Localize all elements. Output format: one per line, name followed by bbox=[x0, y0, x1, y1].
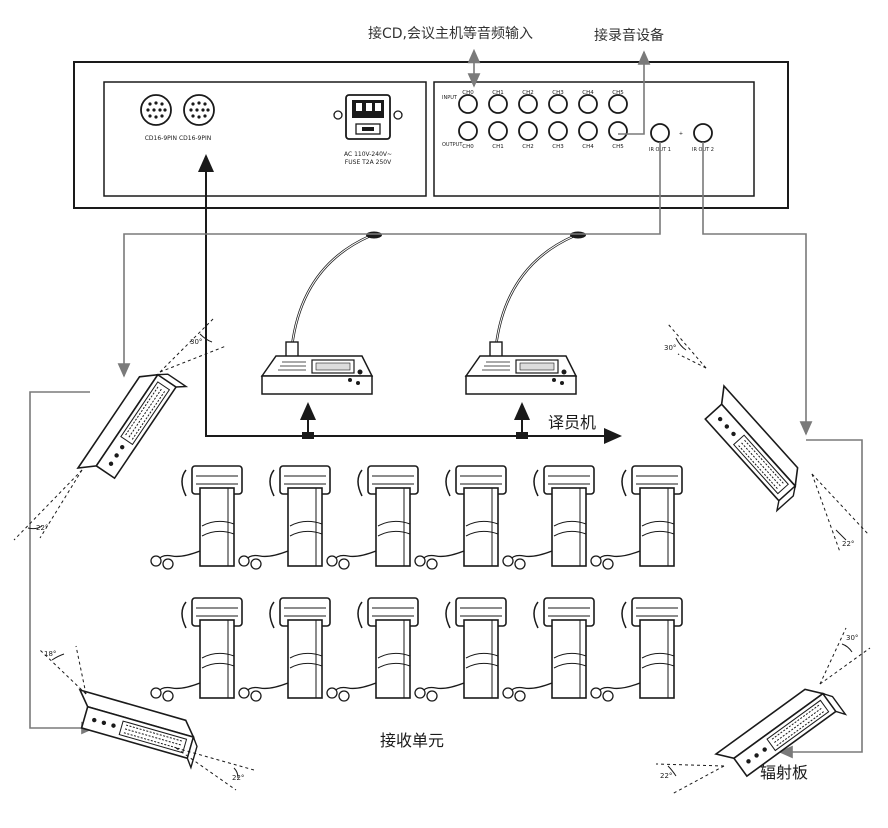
output-channel-label: CH4 bbox=[582, 144, 594, 150]
input-jack-5[interactable] bbox=[608, 94, 628, 114]
angle-bottom-right-2: 22° bbox=[660, 772, 672, 780]
radiator-label: 辐射板 bbox=[760, 763, 808, 782]
input-jack-2[interactable] bbox=[518, 94, 538, 114]
receiver-unit bbox=[326, 597, 419, 702]
feed-top-right bbox=[702, 142, 813, 436]
angle-bottom-left: 18° bbox=[44, 650, 56, 658]
bus-junction-1 bbox=[302, 432, 314, 439]
receiver-unit bbox=[414, 465, 507, 570]
angle-bottom-right: 30° bbox=[846, 634, 858, 642]
radiator-panel-top-right bbox=[690, 385, 811, 512]
receiver-unit bbox=[238, 597, 331, 702]
power-caption-1: AC 110V-240V~ bbox=[344, 151, 392, 158]
output-channel-label: CH1 bbox=[492, 144, 503, 150]
feed-right-chain bbox=[778, 439, 863, 759]
ir-out-jack-1[interactable] bbox=[650, 123, 670, 143]
output-jack-5[interactable] bbox=[608, 121, 628, 141]
interpreter-label: 译员机 bbox=[548, 413, 596, 432]
interpreter-bus-line bbox=[205, 156, 622, 444]
output-channel-label: CH5 bbox=[612, 144, 624, 150]
output-jack-1[interactable] bbox=[488, 121, 508, 141]
receiver-grid bbox=[150, 465, 683, 702]
receiver-unit bbox=[502, 597, 595, 702]
radiator-panel-bottom-left bbox=[67, 689, 204, 769]
receiver-unit bbox=[414, 597, 507, 702]
input-jack-3[interactable] bbox=[548, 94, 568, 114]
output-channel-label: CH3 bbox=[552, 144, 564, 150]
feed-left-chain bbox=[29, 391, 96, 735]
angle-bottom-left-2: 22° bbox=[232, 774, 244, 782]
interpreter-unit-1 bbox=[260, 230, 384, 396]
din-connector-1[interactable] bbox=[140, 94, 172, 126]
power-caption-2: FUSE T2A 250V bbox=[345, 159, 392, 166]
receiver-unit bbox=[150, 465, 243, 570]
cd-input-label: 接CD,会议主机等音频输入 bbox=[368, 25, 533, 42]
receiver-unit bbox=[590, 465, 683, 570]
din-connector-2[interactable] bbox=[183, 94, 215, 126]
angle-top-right: 30° bbox=[664, 344, 676, 352]
input-channel-label: CH3 bbox=[552, 90, 564, 96]
feed-top-left bbox=[117, 142, 661, 378]
input-channel-label: CH5 bbox=[612, 90, 624, 96]
recorder-arrow bbox=[618, 50, 651, 135]
output-row-label: OUTPUT bbox=[442, 142, 463, 148]
radiator-panel-top-left bbox=[77, 361, 187, 494]
input-channel-label: CH1 bbox=[492, 90, 503, 96]
input-jack-4[interactable] bbox=[578, 94, 598, 114]
receiver-unit bbox=[326, 465, 419, 570]
receiver-unit bbox=[238, 465, 331, 570]
receiver-unit bbox=[502, 465, 595, 570]
input-jacks: CH0 CH1 CH2 CH3 CH4 CH5 bbox=[458, 90, 628, 114]
output-channel-label: CH2 bbox=[522, 144, 533, 150]
receiver-unit bbox=[150, 597, 243, 702]
output-jack-4[interactable] bbox=[578, 121, 598, 141]
interpreter-unit-2 bbox=[464, 230, 588, 396]
output-channel-label: CH0 bbox=[462, 144, 474, 150]
receivers-label: 接收单元 bbox=[380, 731, 444, 750]
input-channel-label: CH4 bbox=[582, 90, 594, 96]
input-channel-label: CH0 bbox=[462, 90, 474, 96]
angle-arcs bbox=[27, 333, 853, 779]
angle-left: 22° bbox=[36, 524, 48, 532]
receiver-unit bbox=[590, 597, 683, 702]
recorder-label: 接录音设备 bbox=[594, 27, 664, 44]
input-row-label: INPUT bbox=[442, 95, 458, 101]
angle-right: 22° bbox=[842, 540, 854, 548]
input-channel-label: CH2 bbox=[522, 90, 533, 96]
din-caption: CD16-9PIN CD16-9PIN bbox=[145, 135, 212, 142]
input-jack-1[interactable] bbox=[488, 94, 508, 114]
power-inlet[interactable] bbox=[333, 94, 403, 140]
ir-out-jack-2[interactable] bbox=[693, 123, 713, 143]
coverage-cones bbox=[13, 317, 871, 795]
output-jack-0[interactable] bbox=[458, 121, 478, 141]
ir-separator: + bbox=[679, 131, 683, 137]
input-jack-0[interactable] bbox=[458, 94, 478, 114]
host-device: CD16-9PIN CD16-9PIN AC 110V-240V~ FUSE T… bbox=[73, 61, 789, 209]
output-jack-3[interactable] bbox=[548, 121, 568, 141]
angle-top-left: 30° bbox=[190, 338, 202, 346]
output-jacks: CH0 CH1 CH2 CH3 CH4 CH5 bbox=[458, 121, 628, 150]
bus-junction-2 bbox=[516, 432, 528, 439]
output-jack-2[interactable] bbox=[518, 121, 538, 141]
